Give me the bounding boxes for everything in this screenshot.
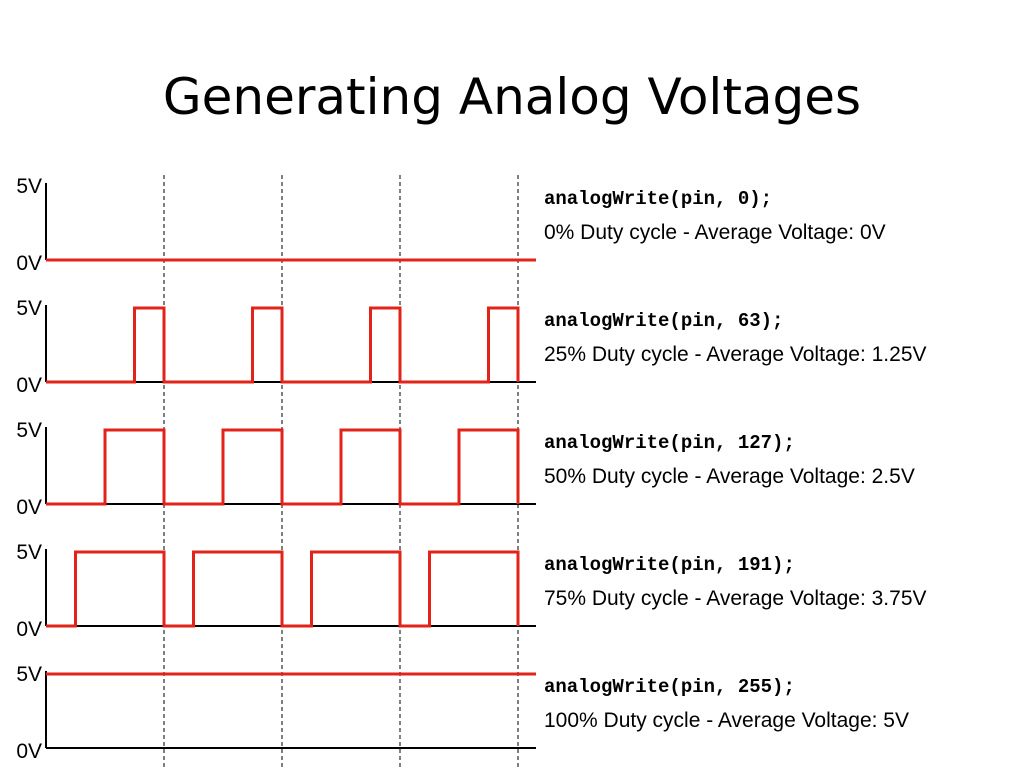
- pwm-signal-line: [46, 550, 520, 628]
- analogwrite-code: analogWrite(pin, 63);: [544, 310, 784, 332]
- analogwrite-code: analogWrite(pin, 191);: [544, 554, 795, 576]
- waveform-row: 5V 0V: [16, 175, 536, 275]
- y-label-0v: 0V: [16, 740, 42, 763]
- waveform-row: 5V 0V: [16, 419, 536, 519]
- y-label-0v: 0V: [16, 374, 42, 397]
- duty-cycle-description: 75% Duty cycle - Average Voltage: 3.75V: [544, 587, 927, 610]
- analogwrite-code: analogWrite(pin, 0);: [544, 188, 773, 210]
- y-label-0v: 0V: [16, 618, 42, 641]
- pwm-signal-line: [46, 428, 520, 506]
- y-label-5v: 5V: [16, 419, 42, 442]
- y-label-5v: 5V: [16, 541, 42, 564]
- duty-cycle-description: 0% Duty cycle - Average Voltage: 0V: [544, 221, 886, 244]
- slide-title: Generating Analog Voltages: [162, 68, 862, 126]
- waveform-row: 5V 0V: [16, 541, 536, 641]
- y-label-5v: 5V: [16, 297, 42, 320]
- duty-cycle-description: 100% Duty cycle - Average Voltage: 5V: [544, 709, 909, 732]
- waveform-row: 5V 0V: [16, 663, 536, 763]
- y-label-5v: 5V: [16, 175, 42, 198]
- analogwrite-code: analogWrite(pin, 255);: [544, 676, 795, 698]
- y-label-0v: 0V: [16, 496, 42, 519]
- duty-cycle-description: 50% Duty cycle - Average Voltage: 2.5V: [544, 465, 915, 488]
- y-label-0v: 0V: [16, 252, 42, 275]
- analogwrite-code: analogWrite(pin, 127);: [544, 432, 795, 454]
- waveform-row: 5V 0V: [16, 297, 536, 397]
- y-label-5v: 5V: [16, 663, 42, 686]
- duty-cycle-description: 25% Duty cycle - Average Voltage: 1.25V: [544, 343, 927, 366]
- pwm-signal-line: [46, 306, 520, 384]
- waveform-rows: 5V 0V 5V 0V 5V 0V 5V 0V 5V 0V: [16, 175, 536, 763]
